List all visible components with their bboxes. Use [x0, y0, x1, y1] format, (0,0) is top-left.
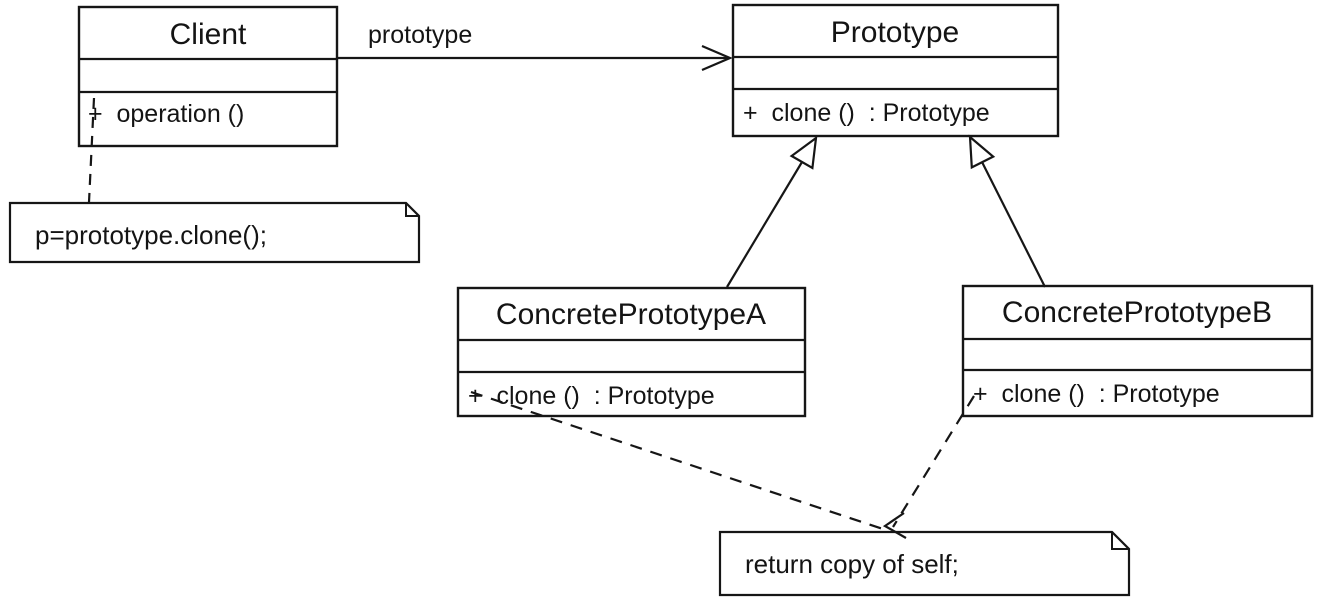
note-shape — [8, 201, 421, 264]
note-connector-concrete-b — [892, 395, 975, 528]
class-border — [731, 3, 1060, 138]
junction-arrowhead-icon — [882, 512, 907, 539]
association-client-to-prototype: prototype — [337, 21, 733, 72]
class-box-client: Client + operation () — [77, 5, 339, 148]
note-shape — [718, 530, 1131, 597]
hollow-triangle-icon — [968, 134, 996, 170]
class-border — [456, 286, 807, 418]
method-client-operation: + operation () — [88, 100, 244, 128]
note-fold-icon — [1111, 532, 1129, 550]
method-concrete-a-clone: + clone () : Prototype — [468, 382, 715, 410]
class-box-prototype: Prototype + clone () : Prototype — [731, 3, 1060, 138]
note-client-code: p=prototype.clone(); — [8, 201, 421, 264]
note-text-clone-behavior: return copy of self; — [745, 549, 959, 579]
generalization-line — [726, 161, 803, 288]
note-text-client-code: p=prototype.clone(); — [35, 220, 267, 250]
class-name-concrete-prototype-b: ConcretePrototypeB — [1002, 296, 1272, 329]
class-border — [77, 5, 339, 148]
method-concrete-b-clone: + clone () : Prototype — [973, 380, 1220, 408]
generalization-concrete-b-to-prototype — [968, 134, 1046, 288]
note-clone-behavior: return copy of self; — [718, 530, 1131, 597]
class-name-prototype: Prototype — [831, 16, 959, 49]
class-name-client: Client — [170, 18, 247, 51]
class-border — [961, 284, 1314, 418]
generalization-concrete-a-to-prototype — [726, 135, 818, 288]
open-arrowhead-icon — [701, 44, 733, 72]
note-connector-client — [87, 97, 96, 203]
note-fold-icon — [405, 203, 419, 217]
generalization-line — [981, 161, 1046, 288]
association-label: prototype — [368, 21, 472, 49]
hollow-triangle-icon — [789, 135, 818, 170]
note-connector-concrete-a — [470, 390, 887, 532]
class-box-concrete-prototype-a: ConcretePrototypeA + clone () : Prototyp… — [456, 286, 807, 418]
method-prototype-clone: + clone () : Prototype — [743, 99, 990, 127]
class-box-concrete-prototype-b: ConcretePrototypeB + clone () : Prototyp… — [961, 284, 1314, 418]
class-name-concrete-prototype-a: ConcretePrototypeA — [496, 298, 766, 331]
